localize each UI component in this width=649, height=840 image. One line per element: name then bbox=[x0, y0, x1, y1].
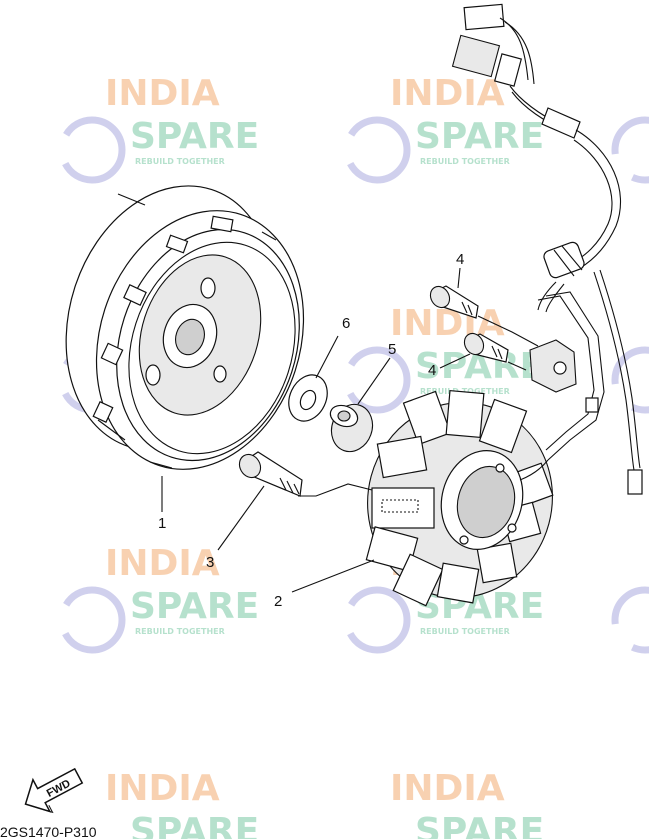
wiring-harness bbox=[451, 3, 643, 495]
svg-text:INDIA: INDIA bbox=[105, 73, 220, 114]
flywheel-rotor bbox=[65, 185, 305, 470]
bolt-4-lower bbox=[463, 332, 509, 363]
callout-3: 3 bbox=[206, 554, 214, 571]
pickup-coil bbox=[529, 291, 605, 461]
svg-text:REBUILD TOGETHER: REBUILD TOGETHER bbox=[420, 157, 510, 166]
svg-text:INDIA: INDIA bbox=[390, 73, 505, 114]
svg-text:INDIA: INDIA bbox=[390, 768, 505, 809]
svg-text:REBUILD TOGETHER: REBUILD TOGETHER bbox=[135, 157, 225, 166]
stator-assembly bbox=[365, 389, 554, 607]
callout-4-lower: 4 bbox=[428, 362, 436, 379]
watermark-logo: INDIA SPARE REBUILD TOGETHER bbox=[343, 303, 544, 414]
svg-text:INDIA: INDIA bbox=[105, 768, 220, 809]
callout-6: 6 bbox=[342, 315, 350, 332]
svg-text:SPARE: SPARE bbox=[130, 811, 259, 839]
bolt-3 bbox=[238, 451, 303, 497]
callout-4-upper: 4 bbox=[456, 251, 464, 268]
svg-text:INDIA: INDIA bbox=[105, 543, 220, 584]
svg-text:REBUILD TOGETHER: REBUILD TOGETHER bbox=[135, 627, 225, 636]
callout-2: 2 bbox=[274, 593, 282, 610]
watermark-logo: INDIA SPARE REBUILD TOGETHER bbox=[58, 543, 259, 654]
fwd-arrow-icon: FWD bbox=[24, 767, 84, 814]
svg-text:SPARE: SPARE bbox=[130, 116, 259, 157]
svg-text:SPARE: SPARE bbox=[415, 116, 544, 157]
svg-text:FWD: FWD bbox=[45, 778, 73, 800]
svg-text:REBUILD TOGETHER: REBUILD TOGETHER bbox=[420, 627, 510, 636]
watermark-logo: INDIA SPARE bbox=[390, 768, 544, 839]
bolt-4-upper bbox=[429, 285, 479, 319]
watermark-logo: INDIA SPARE REBUILD TOGETHER bbox=[343, 73, 544, 184]
watermark-logo: INDIA SPARE REBUILD TOGETHER bbox=[58, 73, 259, 184]
washer-6 bbox=[288, 374, 328, 422]
callout-5: 5 bbox=[388, 341, 396, 358]
callout-1: 1 bbox=[158, 515, 166, 532]
diagram-code: 2GS1470-P310 bbox=[0, 824, 97, 840]
svg-text:SPARE: SPARE bbox=[130, 586, 259, 627]
leader-lines bbox=[161, 267, 539, 593]
collar-5 bbox=[329, 403, 374, 453]
watermark-logo: INDIA SPARE bbox=[105, 768, 259, 839]
svg-text:SPARE: SPARE bbox=[415, 811, 544, 839]
